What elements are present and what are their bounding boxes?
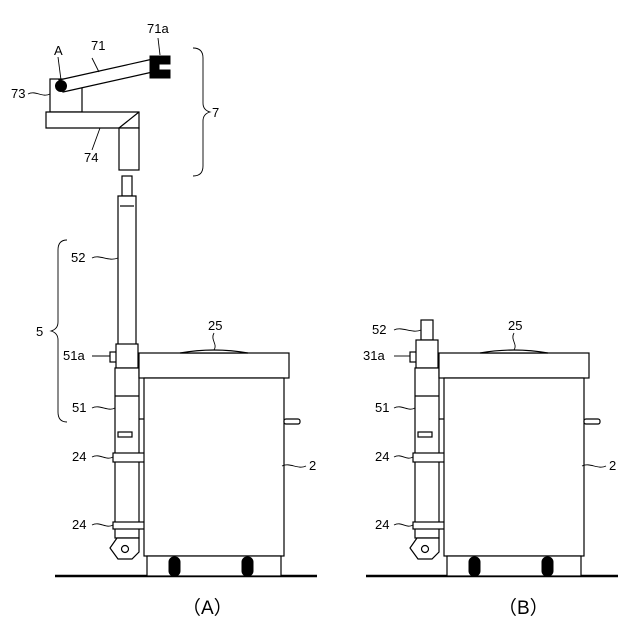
leader-a [58,57,61,80]
cabinet-2-b [439,333,606,576]
leader-25-b [513,333,515,350]
leader-51 [92,407,115,409]
label-25-b: 25 [508,318,522,333]
foot-wheel-b [422,546,429,553]
label-24-upper-a: 24 [72,449,86,464]
column-b [394,320,445,559]
base-a [147,556,281,576]
label-2-b: 2 [609,458,616,473]
leader-25-a [213,333,215,350]
gripper-71a [150,56,170,78]
leader-2-a [282,465,306,467]
column-5 [51,176,145,559]
clamp-24-upper-b [413,453,445,462]
clamp-24-lower [113,522,145,529]
caster-b-1 [469,557,480,576]
pivot-a [56,81,67,92]
clamp-24-lower-b [413,522,445,529]
panel-a: A 71 71a 73 74 7 52 5 51a 51 24 24 25 2 … [11,21,317,619]
label-74: 74 [84,150,98,165]
label-52-b: 52 [372,322,386,337]
handle-b [584,419,600,424]
leader-71 [92,58,99,72]
leader-52-b [394,329,421,331]
base-b [447,556,581,576]
leader-71a [158,38,160,55]
collar-31a [416,340,438,368]
caption-b: （B） [498,597,549,619]
caster-a-2 [242,557,253,576]
vertical-leg-74 [119,128,139,170]
leader-74 [92,128,100,150]
label-a: A [54,43,63,58]
label-71a: 71a [147,21,169,36]
arm-unit-7 [28,38,210,176]
column-51-slot [118,432,132,437]
panel-b: 52 31a 51 24 24 25 2 （B） [363,318,618,619]
arm-link-71 [59,59,157,92]
leader-24-upper-b [394,456,413,458]
leader-73 [28,93,50,95]
collar-51a [116,344,138,368]
leader-24-upper [92,456,113,458]
cabinet-2-a [139,333,306,576]
label-51a: 51a [63,348,85,363]
label-24-lower-a: 24 [72,517,86,532]
brace-7 [193,48,210,176]
label-73: 73 [11,86,25,101]
leader-24-lower-b [394,524,413,526]
leader-52 [92,257,118,259]
caption-a: （A） [182,597,233,619]
label-24-upper-b: 24 [375,449,389,464]
label-51-a: 51 [72,400,86,415]
label-25-a: 25 [208,318,222,333]
label-2-a: 2 [309,458,316,473]
column-52 [118,196,136,358]
body-2-a [144,378,284,556]
label-31a: 31a [363,348,385,363]
caster-b-2 [542,557,553,576]
column-52-top [122,176,132,196]
leader-51-b [394,407,415,409]
dome-25-b [480,350,548,353]
label-7: 7 [212,105,219,120]
brace-5 [51,240,67,422]
dome-25-a [180,350,248,353]
label-51-b: 51 [375,400,389,415]
label-24-lower-b: 24 [375,517,389,532]
column-52-b [421,320,433,340]
leader-2-b [582,465,606,467]
label-5: 5 [36,324,43,339]
lid-b [439,353,589,378]
column-51-slot-b [418,432,432,437]
label-71: 71 [91,38,105,53]
foot-wheel-a [122,546,129,553]
lid-a [139,353,289,378]
handle-a [284,419,300,424]
leader-24-lower [92,524,113,526]
clamp-24-upper [113,453,145,462]
horizontal-member-74 [46,112,139,128]
label-52-a: 52 [71,250,85,265]
caster-a-1 [169,557,180,576]
body-2-b [444,378,584,556]
